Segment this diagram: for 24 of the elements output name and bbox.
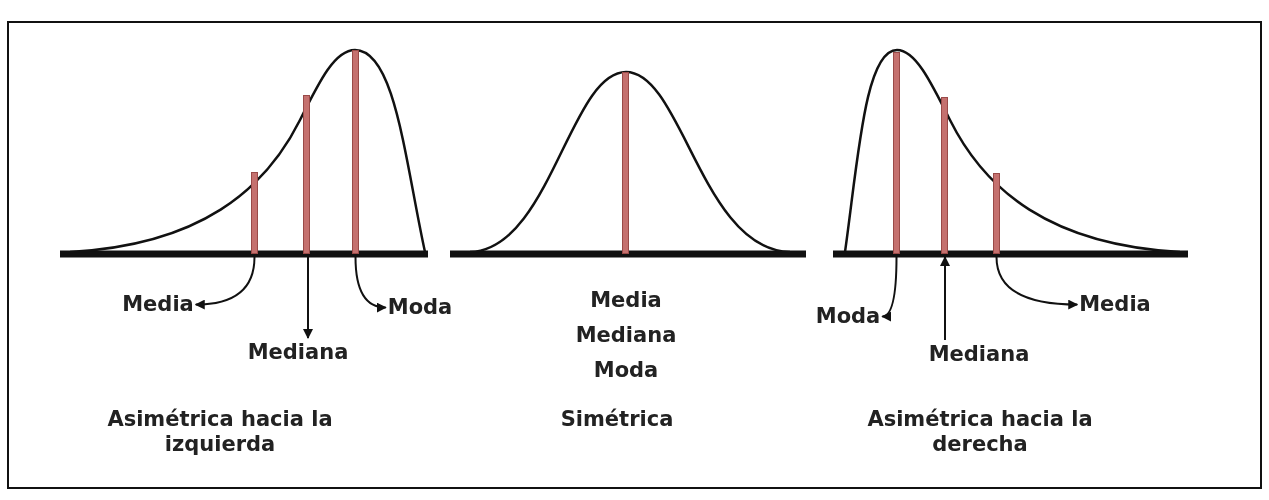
- caption-text: Asimétrica hacia la izquierda: [106, 407, 334, 458]
- caption-text: Simétrica: [559, 407, 675, 433]
- measure-label: Mediana: [575, 323, 677, 349]
- leader-line: [881, 256, 898, 320]
- bar-mark: [251, 172, 258, 254]
- measure-label: Media: [590, 288, 662, 314]
- leader-line: [354, 256, 387, 312]
- bar-mark: [893, 52, 900, 254]
- leader-line: [303, 256, 313, 339]
- measure-label: Media: [1079, 292, 1151, 318]
- measure-label: Mediana: [928, 342, 1030, 368]
- leader-line: [194, 256, 256, 310]
- measure-label: Moda: [593, 358, 659, 384]
- measure-label: Mediana: [247, 340, 349, 366]
- bar-mark: [352, 50, 359, 254]
- measure-label: Media: [122, 292, 194, 318]
- bar-mark: [303, 95, 310, 254]
- measure-label: Moda: [815, 304, 881, 330]
- leader-line: [940, 256, 950, 341]
- caption-text: Asimétrica hacia la derecha: [866, 407, 1094, 458]
- leader-line: [995, 256, 1079, 310]
- bar-mark: [941, 97, 948, 254]
- measure-label: Moda: [387, 295, 453, 321]
- bar-mark: [993, 173, 1000, 254]
